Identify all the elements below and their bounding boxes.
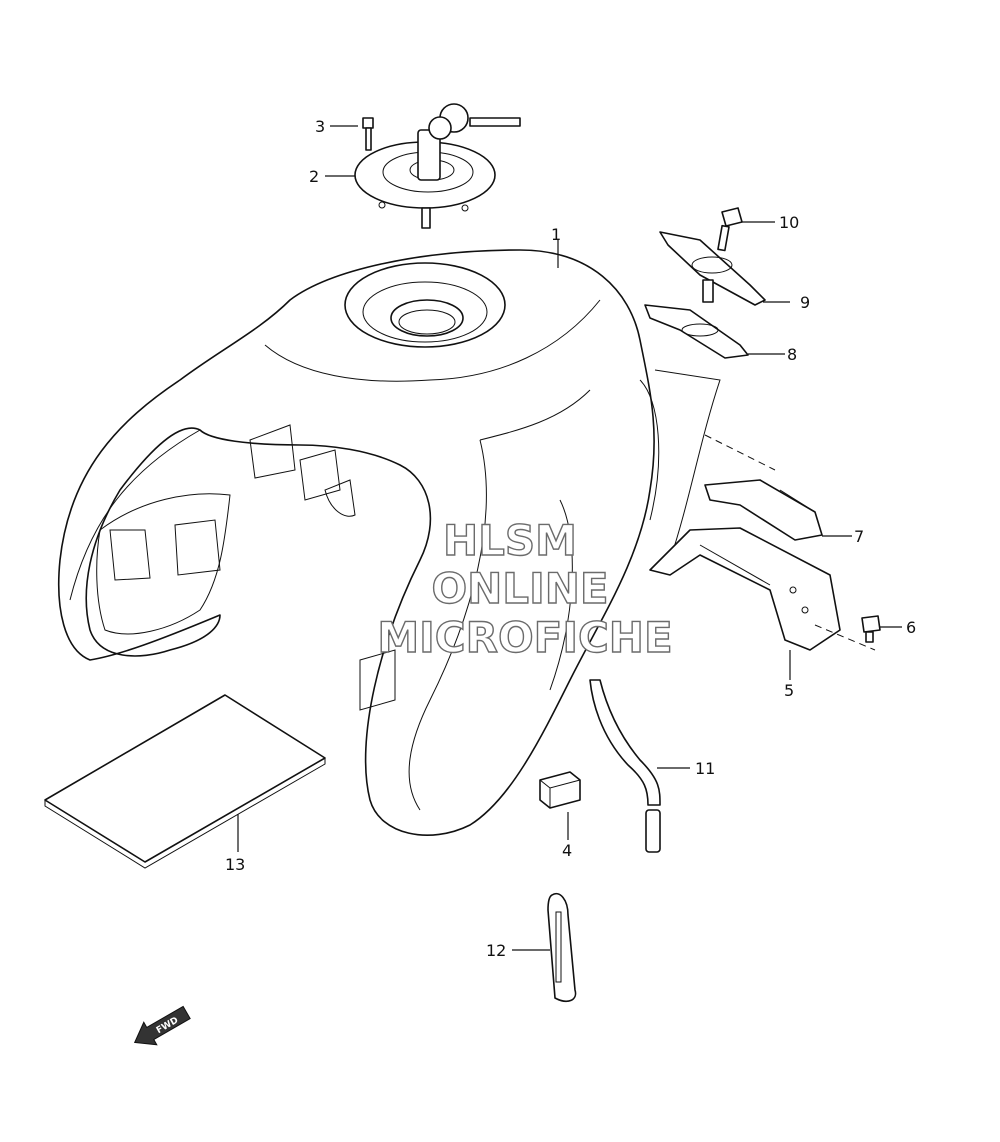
mounting-plate bbox=[659, 231, 766, 306]
callout-1: 1 bbox=[551, 225, 561, 244]
cap-screw bbox=[362, 117, 374, 151]
alignment-line bbox=[704, 434, 776, 471]
callout-6: 6 bbox=[906, 618, 916, 637]
callout-7: 7 bbox=[854, 527, 864, 546]
callout-13: 13 bbox=[225, 855, 245, 874]
band bbox=[547, 893, 577, 1002]
fuel-tank bbox=[57, 249, 721, 836]
hose bbox=[589, 679, 661, 853]
callout-3: 3 bbox=[315, 117, 325, 136]
bolt bbox=[717, 207, 743, 252]
forward-arrow-icon: FWD bbox=[133, 1005, 191, 1046]
watermark: HLSM ONLINE MICROFICHE bbox=[377, 515, 674, 662]
callout-5: 5 bbox=[784, 681, 794, 700]
watermark-line-3: MICROFICHE bbox=[377, 613, 672, 662]
fuel-cap bbox=[354, 103, 521, 229]
sheet bbox=[44, 694, 326, 869]
callout-9: 9 bbox=[800, 293, 810, 312]
callout-8: 8 bbox=[787, 345, 797, 364]
alignment-line bbox=[814, 624, 876, 651]
small-bolt bbox=[861, 615, 881, 643]
leader-lines bbox=[237, 125, 902, 951]
callout-10: 10 bbox=[779, 213, 799, 232]
callout-11: 11 bbox=[695, 759, 715, 778]
callout-12: 12 bbox=[486, 941, 506, 960]
watermark-line-2: ONLINE bbox=[431, 564, 608, 613]
callout-4: 4 bbox=[562, 841, 572, 860]
bracket bbox=[649, 527, 841, 651]
watermark-line-1: HLSM bbox=[443, 516, 577, 565]
cushion-block bbox=[704, 479, 823, 541]
callout-2: 2 bbox=[309, 167, 319, 186]
rubber-cushion bbox=[539, 771, 581, 809]
cushion bbox=[644, 304, 749, 359]
